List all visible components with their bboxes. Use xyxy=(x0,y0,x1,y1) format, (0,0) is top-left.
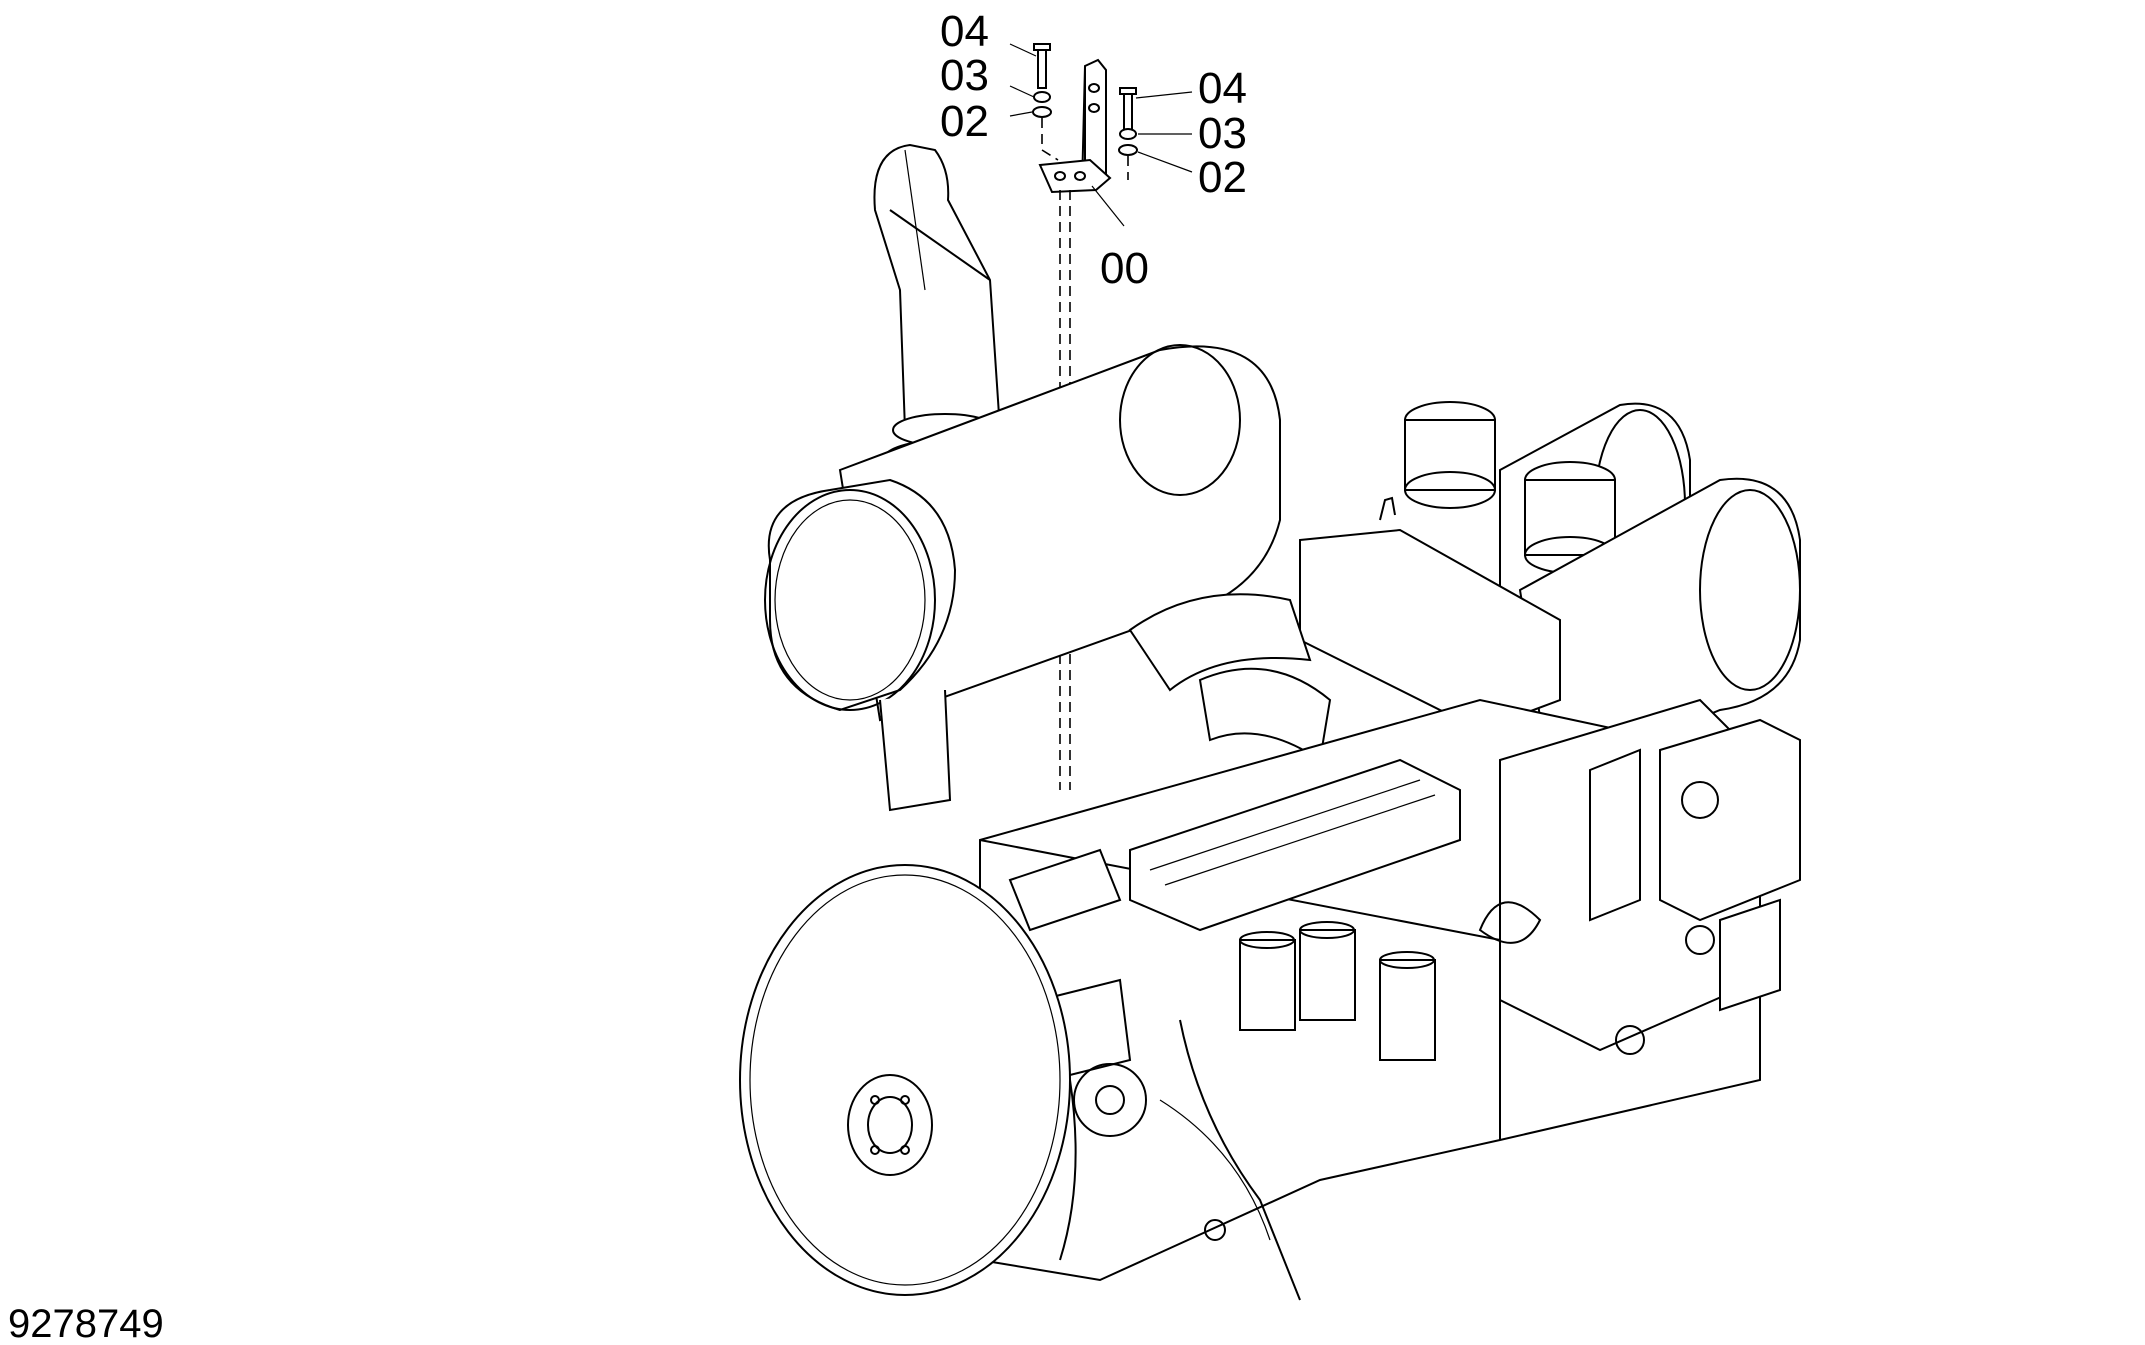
callout-left-bolt: 04 xyxy=(940,7,989,56)
bracket xyxy=(1038,58,1112,194)
flywheel-housing xyxy=(739,864,1077,1296)
intake-manifold xyxy=(1128,496,1561,762)
callout-labels: 04 03 02 04 03 02 00 xyxy=(940,7,1247,293)
transmission-housing xyxy=(1478,698,1801,1055)
air-cleaner-front xyxy=(1518,461,1801,782)
muffler xyxy=(764,344,1281,812)
callout-right-bolt: 04 xyxy=(1198,64,1247,113)
bracket-assembly xyxy=(904,43,1193,790)
callout-left-washer: 02 xyxy=(940,97,989,146)
right-bolt xyxy=(1119,87,1137,133)
callout-right-lock-washer: 03 xyxy=(1198,109,1247,158)
callout-bracket: 00 xyxy=(1100,244,1149,293)
left-washer xyxy=(1032,106,1052,118)
right-washer xyxy=(1118,144,1138,156)
callout-right-washer: 02 xyxy=(1198,153,1247,202)
left-lock-washer xyxy=(1033,91,1051,103)
right-lock-washer xyxy=(1119,128,1137,140)
left-bolt xyxy=(1033,43,1051,89)
document-number: 9278749 xyxy=(8,1302,164,1345)
callout-left-lock-washer: 03 xyxy=(940,51,989,100)
